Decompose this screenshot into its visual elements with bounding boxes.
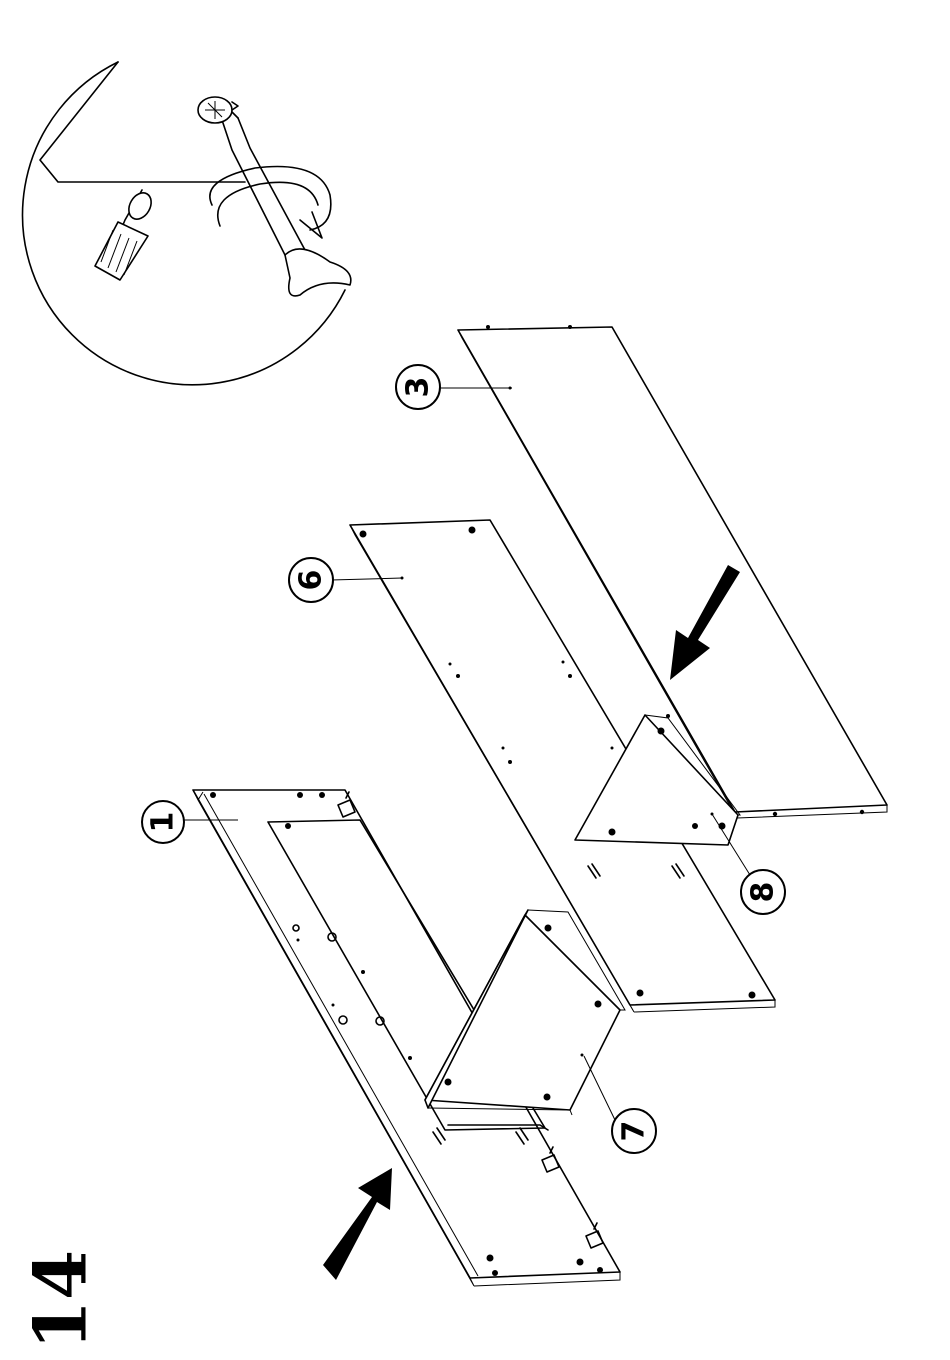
- step-number: 14: [18, 1250, 103, 1350]
- screw-icon: [95, 189, 156, 280]
- cross-head-icon: [198, 97, 238, 123]
- callout-8: 8: [741, 870, 785, 914]
- callout-3-label: 3: [401, 377, 436, 398]
- callout-7: 7: [612, 1109, 656, 1153]
- callout-3: 3: [396, 365, 440, 409]
- callout-7-label: 7: [617, 1121, 652, 1142]
- detail-inset: [23, 62, 351, 385]
- callout-1-label: 1: [146, 812, 181, 833]
- insert-arrow-left: [323, 1168, 392, 1280]
- callout-1: 1: [142, 801, 184, 843]
- callout-6: 6: [289, 558, 333, 602]
- callout-6-label: 6: [294, 570, 329, 591]
- callout-8-label: 8: [746, 882, 781, 903]
